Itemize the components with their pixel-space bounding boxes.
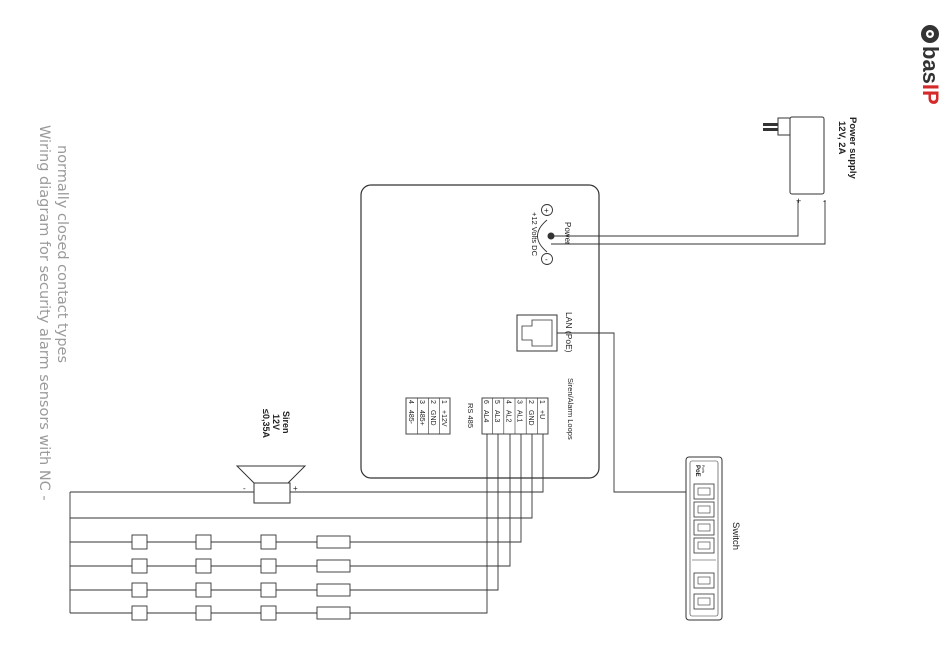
- switch-port: [694, 594, 714, 609]
- rs485-pin-name: 485+: [418, 410, 425, 426]
- rs485-pin-number: 1: [440, 400, 447, 404]
- end-of-line-resistor: [317, 536, 350, 548]
- power-terminal-sublabel: +12 Volts DC: [530, 212, 539, 257]
- nc-sensor-contact: [261, 583, 276, 597]
- nc-sensor-contact: [196, 559, 211, 573]
- siren-label-1: Siren: [281, 411, 291, 434]
- siren-label-3: ≤0,35A: [261, 409, 271, 438]
- nc-sensor-contact: [261, 559, 276, 573]
- power-plug-icon: [763, 118, 790, 135]
- alarm-pin-name: AL4: [482, 410, 489, 423]
- rs485-pin-number: 3: [418, 400, 425, 404]
- lan-port: LAN (PoE): [517, 312, 574, 353]
- switch-label: Switch: [730, 522, 741, 550]
- switch-port: [694, 520, 714, 535]
- nc-sensor-contact: [196, 583, 211, 597]
- switch-poe-sub: Ports: [701, 465, 705, 473]
- siren-minus: -: [243, 484, 246, 493]
- alarm-pin-number: 3: [516, 400, 523, 404]
- alarm-pin-name: AL2: [504, 410, 511, 423]
- alarm-pin-number: 1: [538, 400, 545, 404]
- end-of-line-resistor: [317, 584, 350, 596]
- sensor-loops: [132, 535, 350, 620]
- rs485-pin-number: 2: [429, 400, 436, 404]
- psu-plus: +: [796, 196, 801, 206]
- nc-sensor-contact: [261, 606, 276, 620]
- rs485-pin-number: 4: [407, 400, 414, 404]
- basip-logo-icon: [921, 25, 939, 43]
- nc-sensor-contact: [196, 535, 211, 549]
- rs485-pin-name: 485-: [407, 410, 414, 425]
- power-terminal-label: Power: [563, 222, 572, 245]
- alarm-pin-name: +U: [538, 410, 545, 419]
- switch-port: [694, 484, 714, 499]
- power-supply: + - Power supply 12V, 2A: [763, 117, 858, 206]
- nc-sensor-contact: [132, 535, 147, 549]
- title-line-2: normally closed contact types: [54, 145, 70, 363]
- alarm-block-title: Siren/Alarm Loops: [566, 378, 575, 440]
- rs485-title: RS 485: [466, 403, 475, 428]
- alarm-pin-name: GND: [527, 410, 534, 426]
- nc-sensor-contact: [196, 606, 211, 620]
- nc-sensor-contact: [132, 606, 147, 620]
- switch-port: [694, 538, 714, 553]
- alarm-pin-number: 2: [527, 400, 534, 404]
- power-terminal-minus: -: [545, 255, 548, 264]
- diagram-title: Wiring diagram for security alarm sensor…: [36, 125, 70, 501]
- alarm-pin-name: AL3: [493, 410, 500, 423]
- end-of-line-resistor: [317, 607, 350, 619]
- alarm-pin-number: 4: [504, 400, 511, 404]
- psu-label-2: 12V, 2A: [836, 121, 847, 155]
- nc-sensor-contact: [132, 559, 147, 573]
- end-of-line-resistor: [317, 560, 350, 572]
- alarm-pin-number: 5: [493, 400, 500, 404]
- switch-port: [694, 573, 714, 588]
- psu-minus: -: [823, 196, 826, 206]
- lan-label: LAN (PoE): [564, 312, 574, 353]
- switch-poe-label: PoE: [694, 465, 700, 477]
- siren-label-2: 12V: [271, 414, 281, 430]
- siren: - + Siren 12V ≤0,35A: [237, 409, 305, 503]
- rs485-pin-name: +12V: [440, 410, 447, 427]
- psu-label-1: Power supply: [847, 117, 858, 179]
- rs485-pin-name: GND: [429, 410, 436, 426]
- alarm-pin-name: AL1: [516, 410, 523, 423]
- power-terminal-plus: +: [544, 206, 549, 215]
- nc-sensor-contact: [132, 583, 147, 597]
- siren-plus: +: [293, 484, 298, 493]
- title-line-1: Wiring diagram for security alarm sensor…: [36, 125, 52, 501]
- switch-port: [694, 502, 714, 517]
- network-switch: PoE Ports Switch: [686, 457, 741, 620]
- nc-sensor-contact: [261, 535, 276, 549]
- basip-logo: basIP: [918, 25, 943, 105]
- alarm-pin-number: 6: [482, 400, 489, 404]
- brand-name: basIP: [918, 46, 943, 105]
